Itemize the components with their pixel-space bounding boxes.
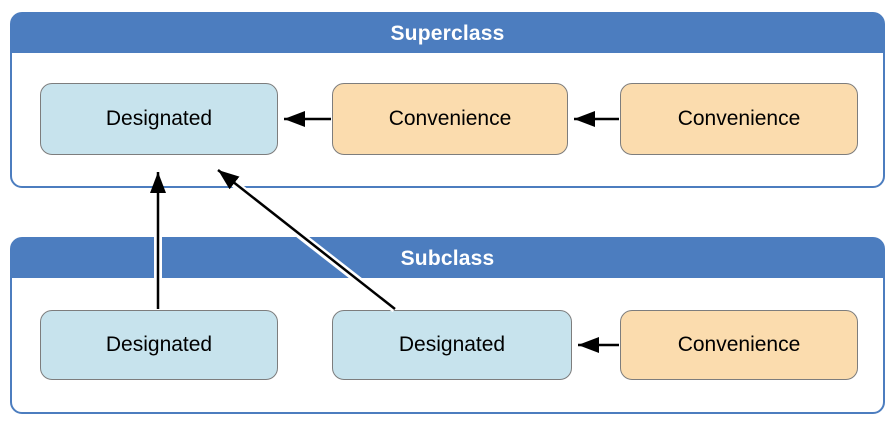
subclass-convenience-label: Convenience <box>677 333 801 356</box>
subclass-designated-2-box: Designated <box>332 310 572 380</box>
superclass-convenience-1-box: Convenience <box>332 83 568 155</box>
superclass-convenience-2-label: Convenience <box>677 107 801 130</box>
superclass-convenience-2-box: Convenience <box>620 83 858 155</box>
superclass-designated-label: Designated <box>105 107 213 130</box>
subclass-designated-2-label: Designated <box>398 333 506 356</box>
subclass-designated-1-label: Designated <box>105 333 213 356</box>
superclass-designated-box: Designated <box>40 83 278 155</box>
subclass-convenience-box: Convenience <box>620 310 858 380</box>
subclass-title: Subclass <box>400 246 495 270</box>
superclass-convenience-1-label: Convenience <box>388 107 512 130</box>
subclass-designated-1-box: Designated <box>40 310 278 380</box>
superclass-title: Superclass <box>390 21 505 45</box>
subclass-header: Subclass <box>12 239 883 278</box>
superclass-header: Superclass <box>12 14 883 53</box>
